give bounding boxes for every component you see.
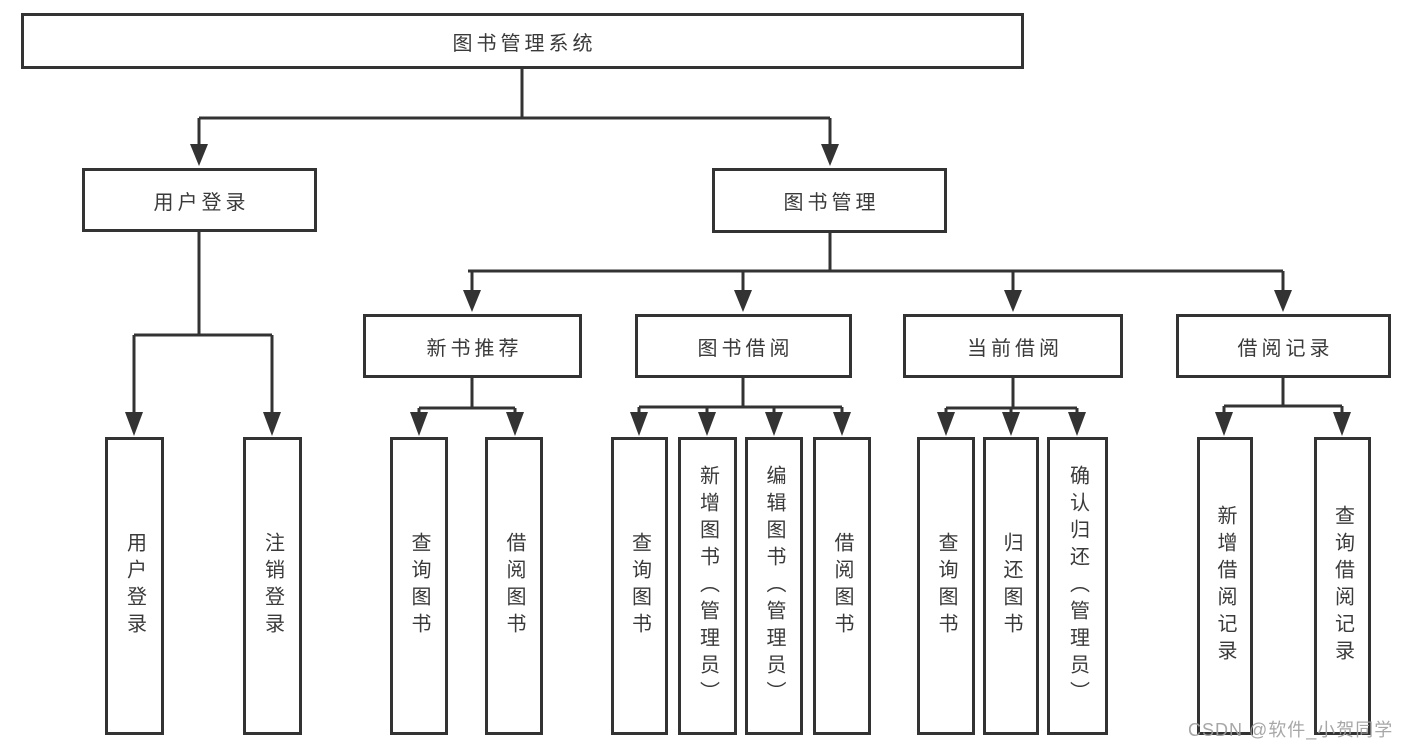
arrow-to-user-login (190, 144, 208, 166)
node-new-book-recommend: 新书推荐 (363, 314, 582, 378)
arrow-to-new-book-recommend (463, 290, 481, 312)
edge-bookmgmt-to-level2 (463, 233, 1292, 312)
leaf-query-books-recommend: 查询图书 (390, 437, 448, 735)
leaf-query-borrow-record: 查询借阅记录 (1314, 437, 1371, 735)
arrow-to-book-borrow (734, 290, 752, 312)
node-label: 当前借阅 (967, 337, 1063, 360)
leaf-user-login: 用户登录 (105, 437, 164, 735)
arrow-to-book-management (821, 144, 839, 166)
leaf-confirm-return-admin: 确认归还（管理员） (1047, 437, 1108, 735)
leaf-borrow-books: 借阅图书 (813, 437, 871, 735)
leaf-add-borrow-record: 新增借阅记录 (1197, 437, 1253, 735)
leaf-edit-book-admin: 编辑图书（管理员） (745, 437, 803, 735)
leaf-logout: 注销登录 (243, 437, 302, 735)
leaf-query-books-current: 查询图书 (917, 437, 975, 735)
edge-userlogin-to-leaves (125, 232, 281, 436)
arrow-to-current-borrow (1004, 290, 1022, 312)
node-label: 新书推荐 (426, 337, 523, 360)
leaf-query-books-borrow: 查询图书 (611, 437, 668, 735)
node-borrow-records: 借阅记录 (1176, 314, 1391, 378)
node-label: 图书管理 (783, 192, 880, 214)
node-label: 借阅记录 (1237, 337, 1334, 360)
edge-newbook-to-leaves (410, 378, 524, 436)
node-book-borrow: 图书借阅 (635, 314, 852, 378)
leaf-add-book-admin: 新增图书（管理员） (678, 437, 737, 735)
edge-bookborrow-to-leaves (630, 378, 851, 436)
node-user-login: 用户登录 (82, 168, 317, 232)
node-book-management: 图书管理 (712, 168, 947, 233)
csdn-watermark: CSDN @软件_小贺同学 (1188, 720, 1394, 740)
node-label: 图书借阅 (697, 337, 794, 360)
node-label: 图书管理系统 (452, 32, 597, 55)
node-current-borrow: 当前借阅 (903, 314, 1123, 378)
arrow-to-leaf-user-login (125, 412, 143, 436)
leaf-borrow-books-recommend: 借阅图书 (485, 437, 543, 735)
node-library-management-system: 图书管理系统 (21, 13, 1024, 69)
edge-borrowrec-to-leaves (1215, 378, 1351, 436)
node-label: 用户登录 (153, 191, 250, 214)
edge-curborrow-to-leaves (937, 378, 1086, 436)
arrow-to-leaf-logout (263, 412, 281, 436)
arrow-to-borrow-records (1274, 290, 1292, 312)
edge-root-to-level1 (190, 69, 839, 166)
leaf-return-books: 归还图书 (983, 437, 1039, 735)
